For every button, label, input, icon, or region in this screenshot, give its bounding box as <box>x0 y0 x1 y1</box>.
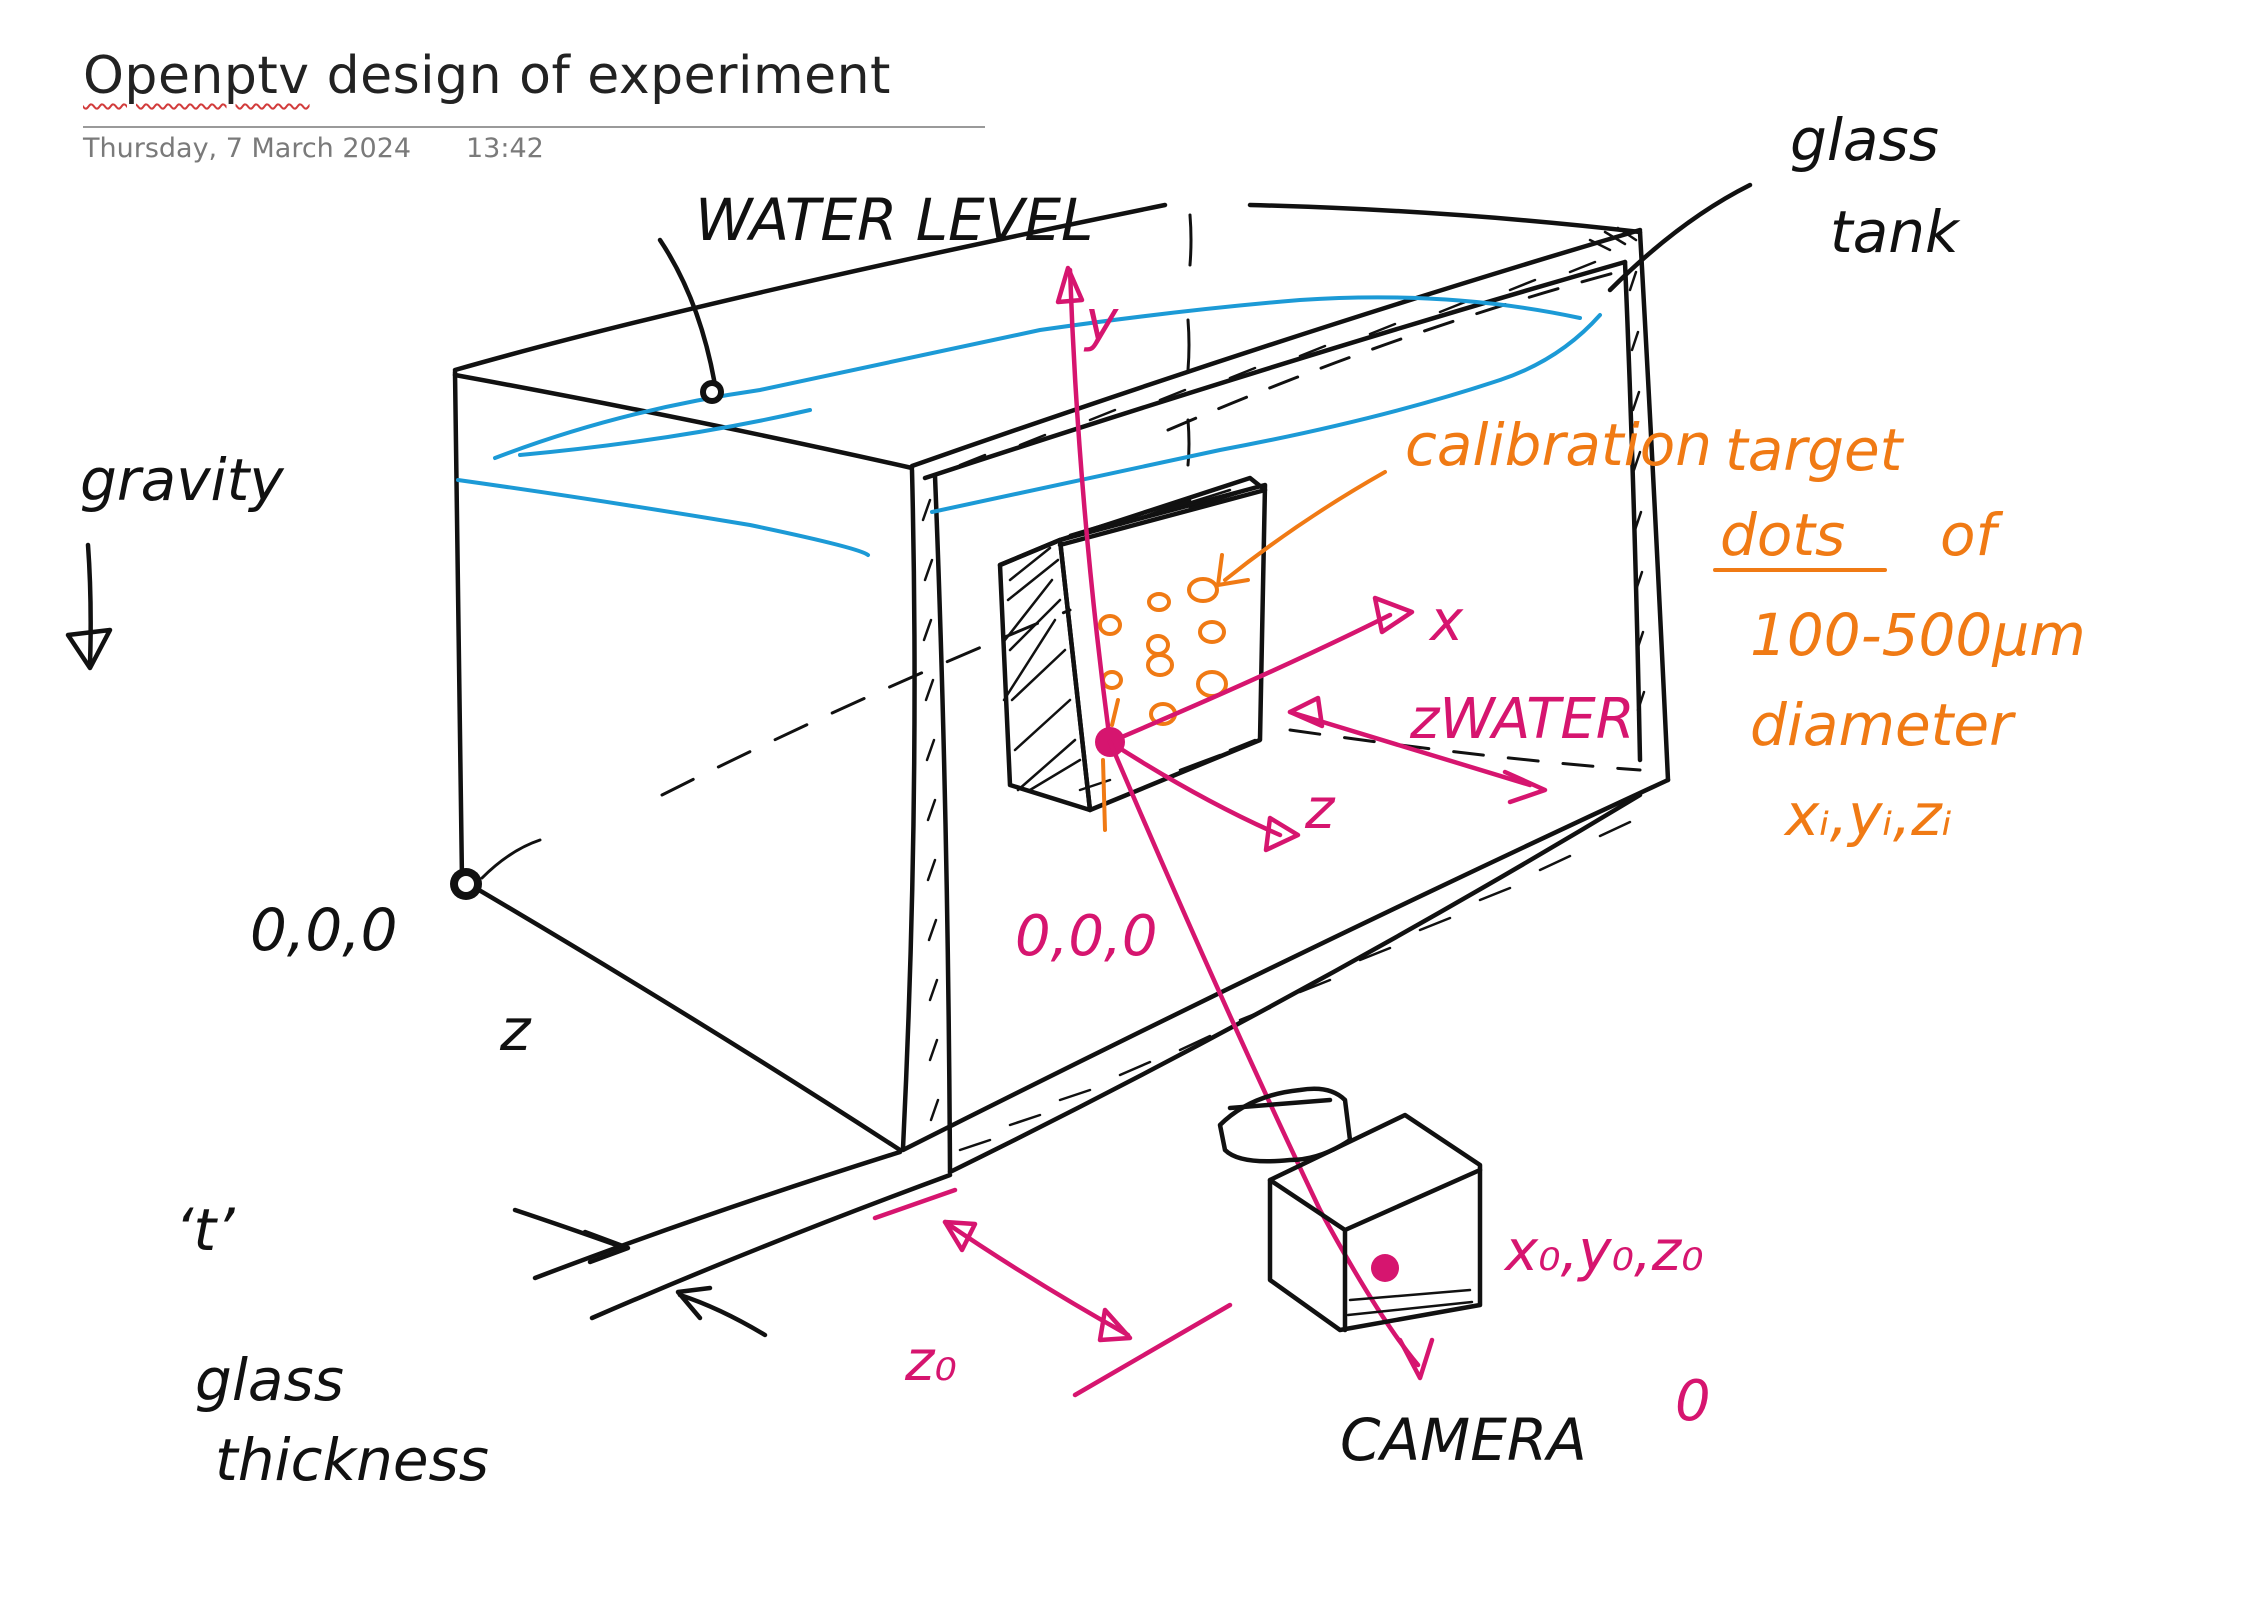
z-water-label: zWATER <box>1409 687 1635 752</box>
z-axis-label: z <box>1304 777 1336 842</box>
sketch-labels: WATER LEVEL glass tank gravity 0,0,0 z ‘… <box>80 106 2086 1494</box>
page-title-first-word: Openptv <box>83 46 310 106</box>
calibration-target-block <box>997 475 1268 813</box>
water-surface <box>456 295 1602 557</box>
z0-label: z₀ <box>904 1329 957 1394</box>
tank-origin-label: 0,0,0 <box>250 896 398 964</box>
y-axis-label: y <box>1083 289 1119 354</box>
calibration-label-line3b: of <box>1940 501 2003 569</box>
page-title-rest: design of experiment <box>309 46 891 106</box>
calibration-dots <box>1098 577 1228 832</box>
page-title[interactable]: Openptv design of experiment <box>83 46 891 106</box>
camera-index-label: 0 <box>1675 1369 1711 1434</box>
glass-thickness-label-line1: glass <box>195 1346 344 1414</box>
calibration-label-line3: dots <box>1720 501 1845 569</box>
calibration-label-line2: target <box>1725 416 1905 484</box>
glass-hatching <box>921 226 1646 1152</box>
glass-tank-outline <box>452 202 1671 1321</box>
glass-tank-label-line1: glass <box>1790 106 1939 174</box>
camera-label: CAMERA <box>1340 1406 1587 1474</box>
glass-thickness-arrows <box>512 1207 768 1338</box>
page-time: 13:42 <box>466 133 544 164</box>
water-level-label: WATER LEVEL <box>695 186 1093 254</box>
glass-tank-pointer <box>1607 182 1753 293</box>
water-level-pointer <box>657 237 724 404</box>
target-origin-label: 0,0,0 <box>1015 904 1158 969</box>
calibration-label-line4: 100-500μm <box>1750 601 2086 669</box>
coordinate-axes <box>872 265 1548 1398</box>
calibration-pointer <box>1216 470 1387 587</box>
tank-origin-marker <box>450 838 542 900</box>
camera-sketch <box>1217 1086 1483 1333</box>
page-date: Thursday, 7 March 2024 <box>83 133 412 164</box>
calibration-label-line6: xᵢ,yᵢ,zᵢ <box>1783 781 1952 849</box>
title-divider <box>83 126 985 128</box>
t-label: ‘t’ <box>175 1196 235 1264</box>
calibration-label-line1: calibration <box>1405 411 1712 479</box>
glass-thickness-label-line2: thickness <box>215 1426 489 1494</box>
tank-z-label: z <box>499 996 532 1064</box>
calibration-label-line5: diameter <box>1750 691 2016 759</box>
camera-position-label: x₀,y₀,z₀ <box>1503 1219 1704 1284</box>
gravity-label: gravity <box>80 446 284 514</box>
x-axis-label: x <box>1428 589 1464 654</box>
glass-tank-label-line2: tank <box>1830 198 1961 266</box>
gravity-arrow <box>65 542 113 671</box>
